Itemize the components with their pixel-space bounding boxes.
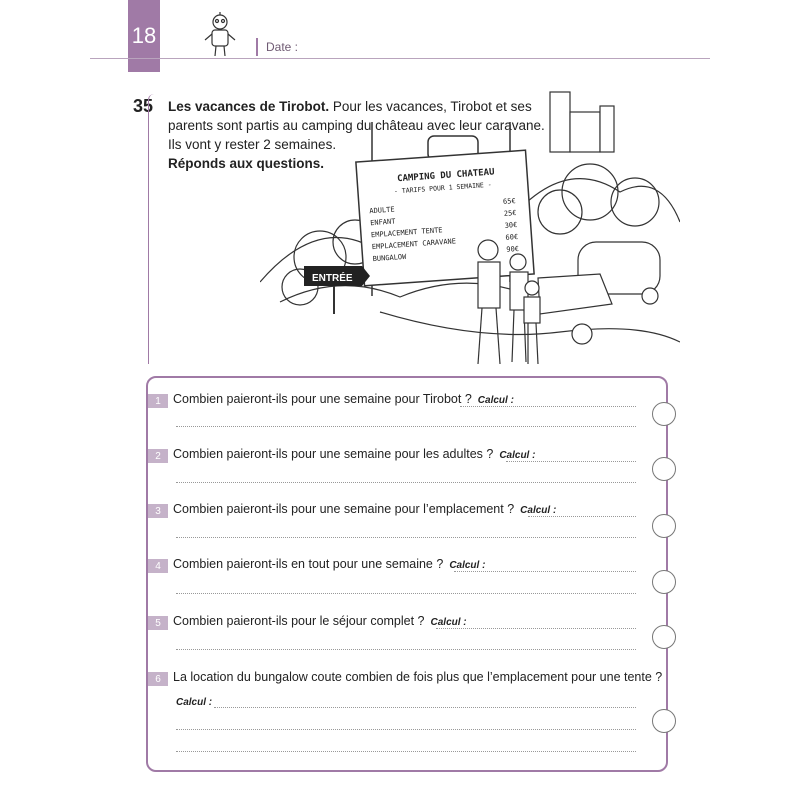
questions-box	[146, 376, 668, 772]
entry-sign: ENTRÉE	[304, 266, 370, 314]
page-number-tab: 18	[128, 0, 160, 72]
question-number: 4	[148, 559, 168, 573]
answer-line[interactable]	[528, 516, 636, 517]
sign-row-price: 90€	[506, 245, 519, 254]
answer-circle[interactable]	[652, 457, 676, 481]
calcul-label: Calcul :	[430, 617, 467, 628]
answer-line[interactable]	[460, 406, 636, 407]
answer-circle[interactable]	[652, 570, 676, 594]
camping-illustration: CAMPING DU CHATEAU - TARIFS POUR 1 SEMAI…	[260, 91, 680, 365]
exercise-bracket	[148, 94, 155, 364]
question-text: La location du bungalow coute combien de…	[173, 670, 663, 684]
answer-line[interactable]	[214, 707, 636, 708]
exercise-instruction: Réponds aux questions.	[168, 156, 325, 171]
answer-line[interactable]	[506, 461, 636, 462]
exercise-statement: Les vacances de Tirobot. Pour les vacanc…	[168, 97, 548, 173]
question-text: Combien paieront-ils pour une semaine po…	[173, 502, 515, 516]
date-label: Date :	[266, 40, 299, 54]
family-figures-drawing	[477, 239, 541, 365]
date-bar	[256, 38, 258, 56]
answer-line[interactable]	[176, 593, 636, 594]
answer-line[interactable]	[176, 751, 636, 752]
answer-line[interactable]	[436, 628, 636, 629]
calcul-label: Calcul :	[449, 560, 486, 571]
answer-line[interactable]	[176, 537, 636, 538]
sign-row-price: 65€	[503, 197, 516, 206]
header-rule	[90, 58, 710, 59]
entry-sign-text: ENTRÉE	[312, 271, 353, 284]
sign-row-price: 60€	[505, 233, 518, 242]
answer-line[interactable]	[176, 482, 636, 483]
sign-row-price: 30€	[504, 221, 517, 230]
robot-mascot-icon	[204, 12, 236, 57]
sign-row-price: 25€	[504, 209, 517, 218]
question-text: Combien paieront-ils pour une semaine po…	[173, 392, 472, 406]
answer-circle[interactable]	[652, 402, 676, 426]
question-number: 6	[148, 672, 168, 686]
answer-line[interactable]	[176, 649, 636, 650]
page-number: 18	[131, 23, 157, 48]
question-number: 2	[148, 449, 168, 463]
answer-line[interactable]	[176, 426, 636, 427]
exercise-intro: Pour les vacances, Tirobot et ses parent…	[168, 99, 545, 133]
calcul-label: Calcul :	[520, 505, 557, 516]
calcul-label: Calcul :	[176, 697, 213, 708]
exercise-duration: Ils vont y rester 2 semaines.	[168, 137, 337, 152]
answer-line[interactable]	[454, 571, 636, 572]
sign-row-label: BUNGALOW	[372, 253, 407, 263]
answer-circle[interactable]	[652, 625, 676, 649]
answer-line[interactable]	[176, 729, 636, 730]
sign-row-label: ENFANT	[370, 217, 397, 227]
answer-circle[interactable]	[652, 709, 676, 733]
question-text: Combien paieront-ils pour une semaine po…	[173, 447, 494, 461]
question-number: 5	[148, 616, 168, 630]
calcul-label: Calcul :	[477, 395, 514, 406]
castle-icon	[549, 91, 615, 153]
question-number: 3	[148, 504, 168, 518]
question-number: 1	[148, 394, 168, 408]
sign-row-label: ADULTE	[369, 206, 395, 216]
answer-circle[interactable]	[652, 514, 676, 538]
question-text: Combien paieront-ils pour le séjour comp…	[173, 614, 425, 628]
exercise-title: Les vacances de Tirobot.	[168, 99, 330, 114]
question-text: Combien paieront-ils en tout pour une se…	[173, 557, 444, 571]
calcul-label: Calcul :	[499, 450, 536, 461]
